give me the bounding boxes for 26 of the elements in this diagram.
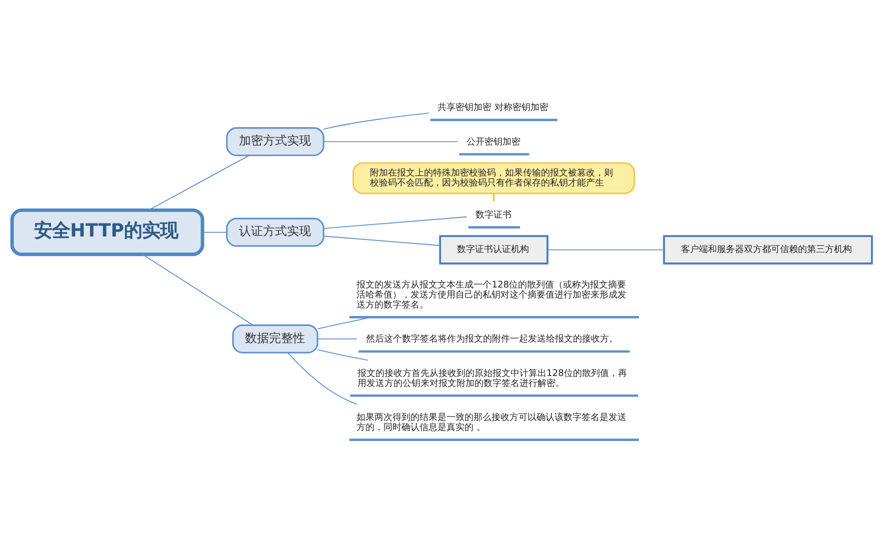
node-text: 公开密钥加密	[466, 137, 520, 148]
connector	[287, 352, 358, 405]
node-box: 客户端和服务器双方都可信赖的第三方机构	[663, 235, 873, 264]
node-text: 报文的接收方首先从接收到的原始报文中计算出128位的散列值，再用发送方的公钥来对报文附加的数字签名进行解密。	[357, 368, 627, 389]
node-box: 加密方式实现	[226, 127, 324, 156]
node-text: 如果两次得到的结果是一致的那么接收方可以确认该数字签名是发送方的，同时确认信息是真实的 。	[356, 413, 627, 433]
node-text: 共享密钥加密 对称密钥加密	[437, 103, 548, 114]
connector	[323, 141, 458, 142]
node-box: 安全HTTP的实现	[10, 208, 204, 256]
connector	[202, 232, 228, 233]
connector	[323, 236, 440, 246]
connector	[317, 318, 369, 330]
connector	[317, 349, 369, 361]
node-text: 数字证书	[476, 210, 512, 220]
connector	[323, 112, 430, 130]
node-box: 附加在报文上的特殊加密校验码，如果传输的报文被篡改，则校验码不会匹配，因为校验码只有作者保存的私钥才能产生	[352, 162, 636, 194]
node-box: 数字证书认证机构	[439, 235, 548, 264]
connector	[148, 154, 250, 211]
connector	[142, 254, 254, 326]
node-box: 认证方式实现	[226, 218, 324, 247]
connector	[323, 216, 468, 229]
node-text: 然后这个数字签名将作为报文的附件一起发送给报文的接收方。	[366, 334, 618, 345]
node-box: 数据完整性	[232, 324, 318, 354]
connector	[317, 338, 358, 340]
node-text: 报文的发送方从报文文本生成一个128位的散列值（或称为报文摘要活哈希值），发送方使用自己的私钥对这个摘要值进行加密来形成发送方的数字签名。	[356, 280, 627, 310]
connector	[547, 249, 664, 250]
